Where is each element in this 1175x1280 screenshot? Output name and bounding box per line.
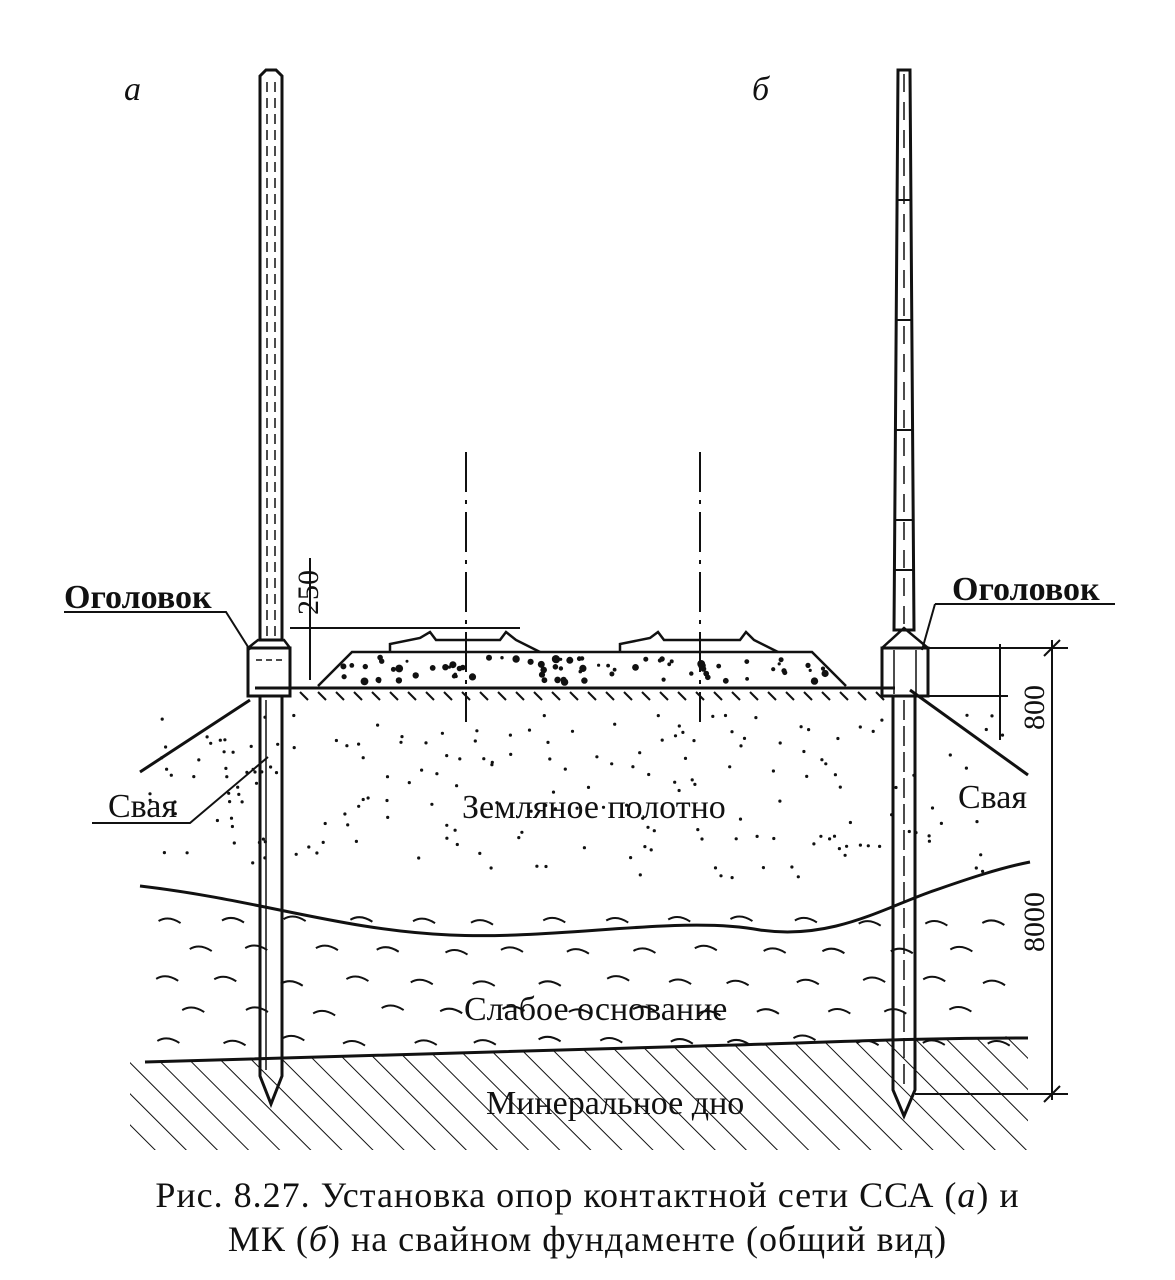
dimension-800-label: 800: [1018, 685, 1051, 730]
layer-label-weak: Слабое основание: [464, 991, 727, 1028]
right-pole: [892, 68, 916, 632]
pile-label-right: Свая: [958, 779, 1027, 816]
head-label-left: Оголовок: [64, 579, 212, 616]
dimension-8000-label: 8000: [1018, 892, 1051, 952]
head-label-right: Оголовок: [952, 571, 1100, 608]
ballast-gravel: [340, 654, 829, 686]
layer-boundary: [139, 860, 1031, 938]
dimension-800: [920, 644, 1068, 740]
surface-ticks: [299, 691, 885, 701]
caption-ref-a: а: [957, 1175, 977, 1215]
ballast-prism: [317, 650, 847, 687]
figure-caption-line-2: МК (б) на свайном фундаменте (общий вид): [40, 1217, 1135, 1261]
panel-label-b: б: [752, 71, 771, 108]
left-pile: [258, 696, 284, 1109]
left-slope: [139, 698, 251, 774]
embankment-dots: [148, 713, 1005, 880]
caption-ref-b: б: [308, 1219, 328, 1259]
dimension-250: [290, 558, 520, 680]
caption-suffix: ) и: [976, 1175, 1020, 1215]
figure-caption-line-1: Рис. 8.27. Установка опор контактной сет…: [40, 1173, 1135, 1217]
dimension-8000: [915, 639, 1068, 1103]
layer-label-mineral: Минеральное дно: [486, 1085, 744, 1122]
caption-suffix-2: ) на свайном фундаменте (общий вид): [327, 1219, 948, 1259]
leader-pile-left: [92, 756, 269, 824]
panel-label-a: а: [124, 71, 141, 108]
right-pile: [891, 696, 917, 1120]
layer-label-embankment: Земляное полотно: [462, 789, 726, 826]
diagram-canvas: а б Оголовок Оголовок Свая Свая 250 800 …: [64, 68, 1115, 1150]
leader-head-right: [921, 603, 1115, 651]
right-pile-head: [880, 626, 930, 698]
caption-prefix: Рис. 8.27. Установка опор контактной сет…: [155, 1175, 958, 1215]
leader-head-left: [64, 611, 251, 651]
track-rails: [388, 630, 779, 654]
weak-layer-marks: [155, 915, 1011, 1047]
dimension-250-label: 250: [292, 570, 325, 615]
right-slope: [909, 688, 1029, 777]
left-pile-head: [246, 638, 292, 698]
left-pole: [258, 68, 284, 642]
caption-prefix-2: МК (: [227, 1219, 309, 1259]
pile-label-left: Свая: [108, 788, 177, 825]
